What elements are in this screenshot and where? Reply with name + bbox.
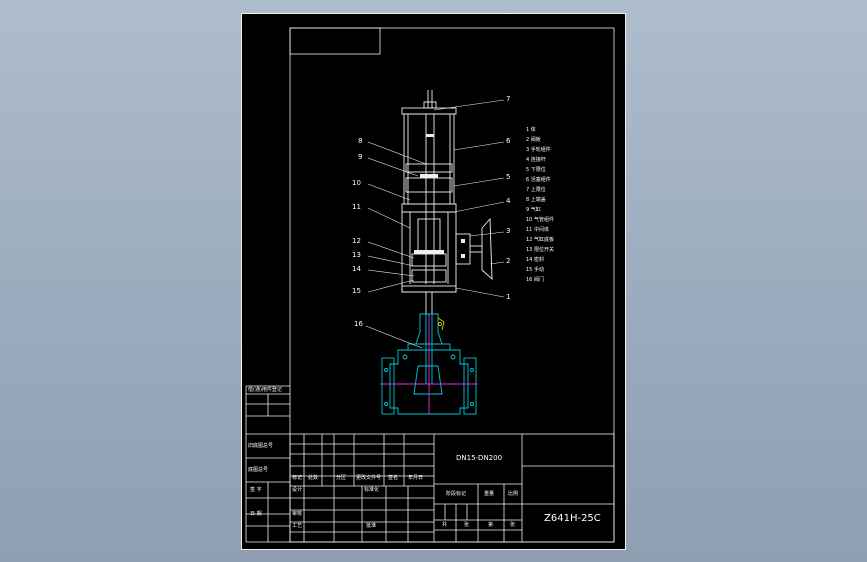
part-13: 13 限位开关 [526, 247, 554, 253]
rev-header-3: 分区 [336, 475, 347, 481]
callout-8: 8 [358, 137, 363, 145]
callout-2: 2 [506, 257, 511, 265]
title-block [289, 433, 615, 543]
side-label-6: 签 字 [250, 487, 262, 493]
callout-11: 11 [352, 203, 361, 211]
part-2: 2 阀板 [526, 137, 541, 143]
row-label-process: 工艺 [292, 523, 303, 529]
callout-5: 5 [506, 173, 511, 181]
callout-9: 9 [358, 153, 363, 161]
callout-7: 7 [506, 95, 511, 103]
callout-14: 14 [352, 265, 361, 273]
part-7: 7 上限位 [526, 187, 546, 193]
side-label-7: 日 期 [250, 511, 262, 517]
part-6: 6 活塞组件 [526, 177, 551, 183]
part-8: 8 上端盖 [526, 197, 546, 203]
row-label-design: 设计 [292, 487, 303, 493]
part-3: 3 手轮组件 [526, 147, 551, 153]
part-14: 14 密封 [526, 257, 544, 263]
rev-header-5: 签名 [388, 475, 399, 481]
part-10: 10 气管组件 [526, 217, 554, 223]
inner-frame [289, 27, 615, 543]
sheet-total-label: 共 [442, 522, 448, 528]
rev-header-2: 处数 [308, 475, 319, 481]
callout-3: 3 [506, 227, 511, 235]
side-label-4: 旧底图总号 [248, 443, 274, 449]
rev-header-4: 更改文件号 [356, 475, 382, 481]
sheet-unit-label-1: 张 [464, 522, 470, 528]
callout-16: 16 [354, 320, 363, 328]
callout-1: 1 [506, 293, 511, 301]
actuator-drawing [401, 90, 493, 314]
drawing-sheet: 7 6 5 4 3 2 1 8 9 10 11 12 13 14 15 16 1… [241, 13, 626, 550]
leader-lines [365, 99, 505, 349]
centerlines [380, 314, 478, 414]
scale-label: 比例 [508, 491, 519, 497]
sheet-unit-label-2: 张 [510, 522, 516, 528]
size-range-label: DN15-DN200 [456, 454, 503, 462]
rev-header-6: 年月日 [408, 475, 424, 481]
callout-6: 6 [506, 137, 511, 145]
callout-13: 13 [352, 251, 361, 259]
callout-12: 12 [352, 237, 361, 245]
drawing-canvas [245, 27, 615, 543]
stage-label: 阶段标记 [446, 491, 467, 497]
model-number: Z641H-25C [544, 513, 601, 524]
approve-label: 批准 [366, 523, 377, 529]
top-left-label-box [289, 27, 381, 55]
part-9: 9 气缸 [526, 207, 541, 213]
side-label-1: 借(通)用件登记 [248, 387, 282, 393]
part-4: 4 连接杆 [526, 157, 546, 163]
weight-label: 重量 [484, 491, 495, 497]
rev-header-1: 标记 [292, 475, 303, 481]
part-12: 12 气缸底板 [526, 237, 554, 243]
callout-4: 4 [506, 197, 511, 205]
row-label-review: 审核 [292, 511, 303, 517]
sheet-index-label: 第 [488, 522, 494, 528]
part-16: 16 阀门 [526, 277, 544, 283]
part-1: 1 体 [526, 127, 536, 133]
part-5: 5 下限位 [526, 167, 546, 173]
std-label: 标准化 [364, 487, 380, 493]
part-15: 15 手动 [526, 267, 544, 273]
valve-body-drawing [381, 313, 477, 415]
callout-15: 15 [352, 287, 361, 295]
callout-10: 10 [352, 179, 361, 187]
part-11: 11 中间体 [526, 227, 549, 233]
side-label-5: 底图总号 [248, 467, 269, 473]
